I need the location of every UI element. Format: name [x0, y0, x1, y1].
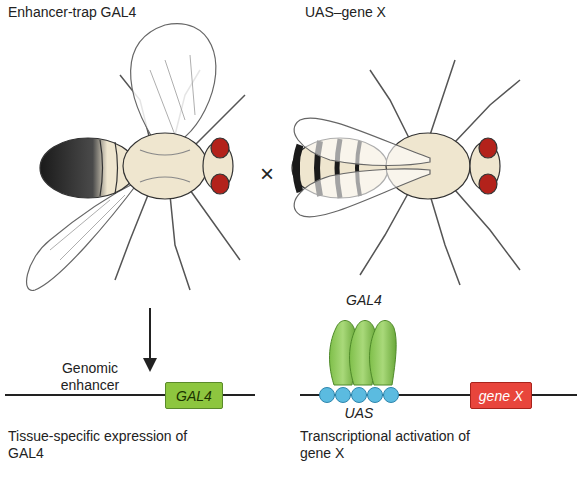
text-label: Tissue-specific expression of GAL4 — [8, 428, 192, 462]
box-label: GAL4 — [176, 388, 212, 404]
left-fly — [27, 24, 245, 291]
text-label: UAS–gene X — [305, 4, 505, 21]
gene-box: gene X — [470, 382, 532, 409]
gal4-protein — [330, 321, 397, 386]
text-label: Transcriptional activation of gene X — [300, 428, 484, 462]
text-label: Genomic enhancer — [45, 360, 135, 394]
box-label: gene X — [479, 388, 523, 404]
cross-arrow — [143, 308, 157, 372]
text-label: × — [252, 160, 282, 188]
gene-box: GAL4 — [165, 382, 223, 409]
text-label: Enhancer-trap GAL4 — [8, 4, 228, 21]
text-label: UAS — [329, 405, 389, 422]
text-label: GAL4 — [333, 292, 395, 309]
uas-sites — [320, 388, 399, 403]
right-fly — [292, 60, 520, 285]
